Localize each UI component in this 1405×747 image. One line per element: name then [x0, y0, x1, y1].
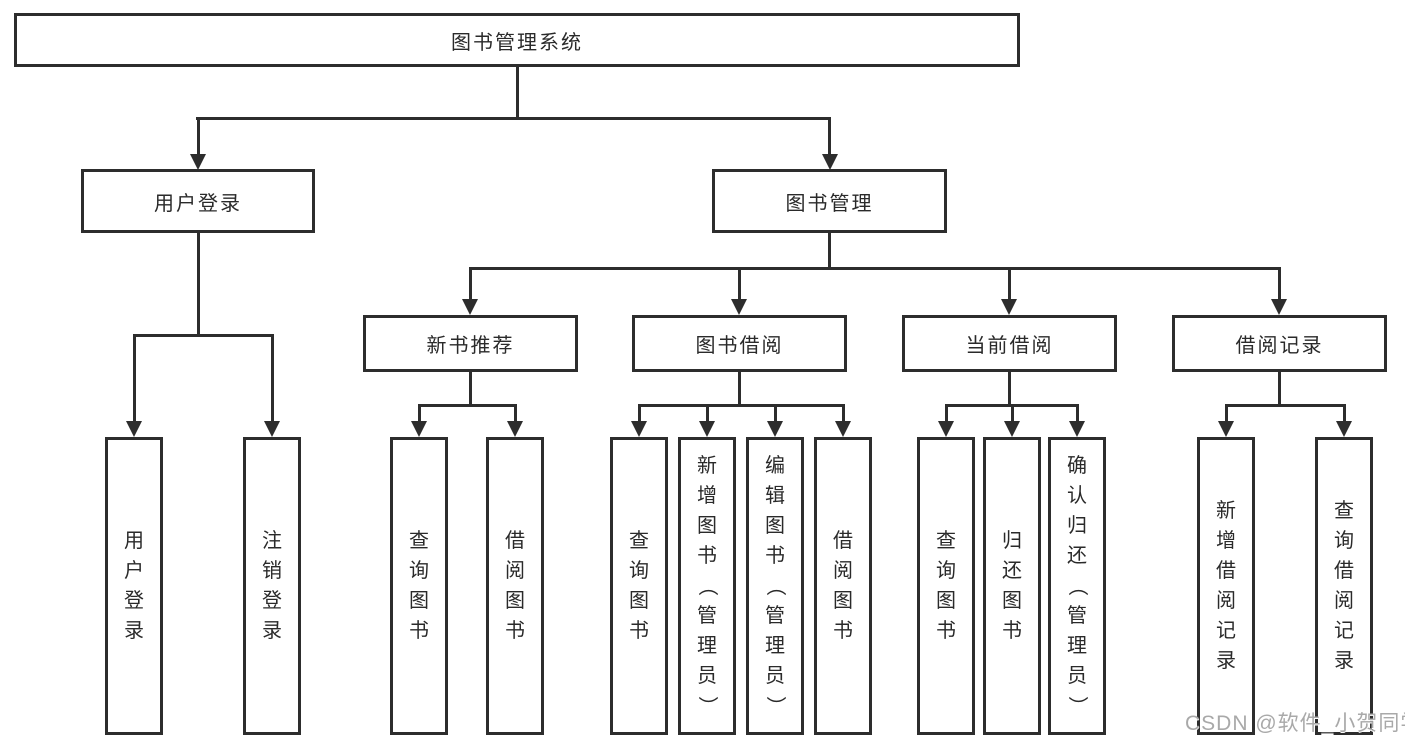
node-book-borrowing: 图书借阅 [632, 315, 847, 372]
connector-drop [469, 267, 472, 301]
leaf-label: 查询图书 [409, 530, 429, 642]
connector-drop [706, 404, 709, 423]
connector-level2-bus [196, 117, 831, 120]
leaf-logout: 注销登录 [243, 437, 301, 735]
leaf-return-books: 归还图书 [983, 437, 1041, 735]
node-label: 图书借阅 [695, 335, 784, 357]
connector-stem [738, 371, 741, 405]
leaf-label: 确认归还（管理员） [1066, 455, 1088, 716]
arrow-down-icon [411, 421, 427, 437]
connector-stem [469, 371, 472, 405]
connector-drop [514, 404, 517, 423]
node-current-borrowing: 当前借阅 [902, 315, 1117, 372]
leaf-query-books: 查询图书 [390, 437, 448, 735]
connector-user-login-stem [197, 231, 200, 337]
node-label: 借阅记录 [1235, 335, 1324, 357]
connector-drop-book-management [828, 117, 831, 156]
arrow-down-icon [1271, 299, 1287, 315]
connector-drop-user-login [197, 117, 200, 156]
leaf-label: 新增借阅记录 [1216, 500, 1236, 672]
connector-drop [738, 267, 741, 301]
node-user-login-label: 用户登录 [154, 192, 242, 215]
connector-stem [1278, 371, 1281, 405]
leaf-label: 借阅图书 [505, 530, 525, 642]
arrow-down-icon [1218, 421, 1234, 437]
arrow-down-icon [631, 421, 647, 437]
connector-drop [842, 404, 845, 423]
node-root: 图书管理系统 [14, 13, 1020, 67]
connector-drop [945, 404, 948, 423]
arrow-down-icon [767, 421, 783, 437]
arrow-down-icon [822, 154, 838, 170]
leaf-confirm-return-admin: 确认归还（管理员） [1048, 437, 1106, 735]
leaf-user-login: 用户登录 [105, 437, 163, 735]
arrow-down-icon [835, 421, 851, 437]
connector-drop [1343, 404, 1346, 423]
node-book-management-label: 图书管理 [785, 192, 874, 215]
arrow-down-icon [190, 154, 206, 170]
node-book-management: 图书管理 [712, 169, 947, 233]
leaf-query-borrow-record: 查询借阅记录 [1315, 437, 1373, 735]
leaf-label: 查询图书 [629, 530, 649, 642]
connector-drop [1225, 404, 1228, 423]
connector-bus [638, 404, 845, 407]
connector-stem [1008, 371, 1011, 405]
arrow-down-icon [938, 421, 954, 437]
leaf-borrow-books: 借阅图书 [486, 437, 544, 735]
arrow-down-icon [507, 421, 523, 437]
connector-drop [638, 404, 641, 423]
leaf-label: 用户登录 [124, 530, 144, 642]
connector-drop [1278, 267, 1281, 301]
leaf-edit-books-admin: 编辑图书（管理员） [746, 437, 804, 735]
leaf-label: 查询借阅记录 [1334, 500, 1354, 672]
connector-drop [1011, 404, 1014, 423]
connector-drop [774, 404, 777, 423]
leaf-label: 新增图书（管理员） [696, 455, 718, 716]
arrow-down-icon [1004, 421, 1020, 437]
connector-root-stem [516, 64, 519, 120]
leaf-add-books-admin: 新增图书（管理员） [678, 437, 736, 735]
node-borrowing-records: 借阅记录 [1172, 315, 1387, 372]
connector-drop [133, 334, 136, 423]
leaf-borrow-books: 借阅图书 [814, 437, 872, 735]
connector-book-management-stem [828, 231, 831, 270]
leaf-label: 归还图书 [1002, 530, 1022, 642]
arrow-down-icon [462, 299, 478, 315]
leaf-label: 借阅图书 [833, 530, 853, 642]
node-root-label: 图书管理系统 [451, 31, 583, 54]
connector-drop [271, 334, 274, 423]
connector-drop [1076, 404, 1079, 423]
leaf-query-books: 查询图书 [610, 437, 668, 735]
connector-level3-bus [469, 267, 1281, 270]
node-label: 新书推荐 [426, 335, 515, 357]
connector-user-login-bus [133, 334, 274, 337]
node-user-login: 用户登录 [81, 169, 315, 233]
arrow-down-icon [1001, 299, 1017, 315]
node-new-book-recommendation: 新书推荐 [363, 315, 578, 372]
connector-bus [418, 404, 517, 407]
leaf-query-books: 查询图书 [917, 437, 975, 735]
arrow-down-icon [1336, 421, 1352, 437]
arrow-down-icon [731, 299, 747, 315]
leaf-label: 注销登录 [262, 530, 282, 642]
arrow-down-icon [699, 421, 715, 437]
arrow-down-icon [264, 421, 280, 437]
node-label: 当前借阅 [965, 335, 1054, 357]
arrow-down-icon [126, 421, 142, 437]
arrow-down-icon [1069, 421, 1085, 437]
connector-bus [1225, 404, 1346, 407]
leaf-add-borrow-record: 新增借阅记录 [1197, 437, 1255, 735]
leaf-label: 查询图书 [936, 530, 956, 642]
leaf-label: 编辑图书（管理员） [764, 455, 786, 716]
csdn-watermark: CSDN @软件_小贺同学 [1185, 712, 1405, 735]
connector-drop [1008, 267, 1011, 301]
connector-drop [418, 404, 421, 423]
